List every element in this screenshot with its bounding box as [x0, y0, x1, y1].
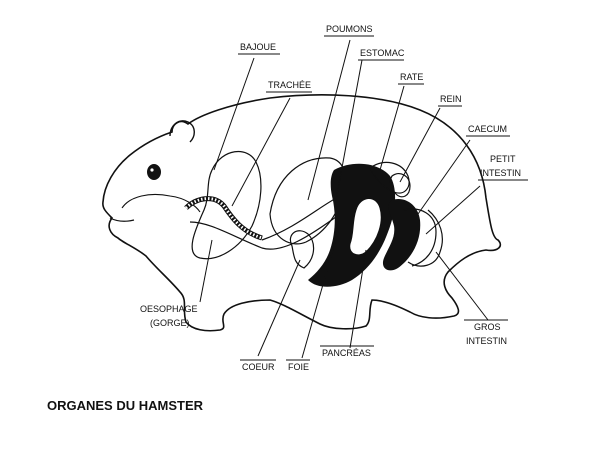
label-caecum: CAECUM [468, 124, 507, 134]
oesophagus-tube [189, 213, 341, 250]
label-gros-line1: GROS [474, 322, 501, 332]
label-poumons: POUMONS [326, 24, 373, 34]
heart [289, 230, 315, 269]
label-foie: FOIE [288, 362, 309, 372]
eye-icon [147, 164, 161, 180]
label-petit-line2: INTESTIN [480, 168, 521, 178]
label-oesophage-line2: (GORGE) [150, 318, 190, 328]
small-intestine [382, 198, 421, 271]
throat-cavity [121, 193, 201, 213]
trachea-rings [184, 197, 263, 240]
label-pancreas: PANCRÉAS [322, 348, 371, 358]
label-oesophage-line1: OESOPHAGE [140, 304, 198, 314]
hamster-body-outline [102, 94, 502, 332]
caecum [403, 208, 437, 267]
label-leaders [199, 39, 489, 359]
cheek-pouch [191, 150, 262, 260]
label-coeur: COEUR [242, 362, 275, 372]
liver [308, 163, 396, 287]
ear-icon [169, 120, 195, 143]
label-bajoue: BAJOUE [240, 42, 276, 52]
diagram-caption: ORGANES DU HAMSTER [47, 398, 204, 413]
snout-detail [109, 217, 135, 222]
label-estomac: ESTOMAC [360, 48, 405, 58]
label-gros-line2: INTESTIN [466, 336, 507, 346]
organ-labels: BAJOUE TRACHÉE POUMONS ESTOMAC RATE REIN… [140, 24, 528, 372]
large-intestine [407, 209, 443, 267]
label-trachee: TRACHÉE [268, 80, 311, 90]
spleen [369, 161, 410, 194]
label-petit-line1: PETIT [490, 154, 516, 164]
label-rein: REIN [440, 94, 462, 104]
label-rate: RATE [400, 72, 423, 82]
